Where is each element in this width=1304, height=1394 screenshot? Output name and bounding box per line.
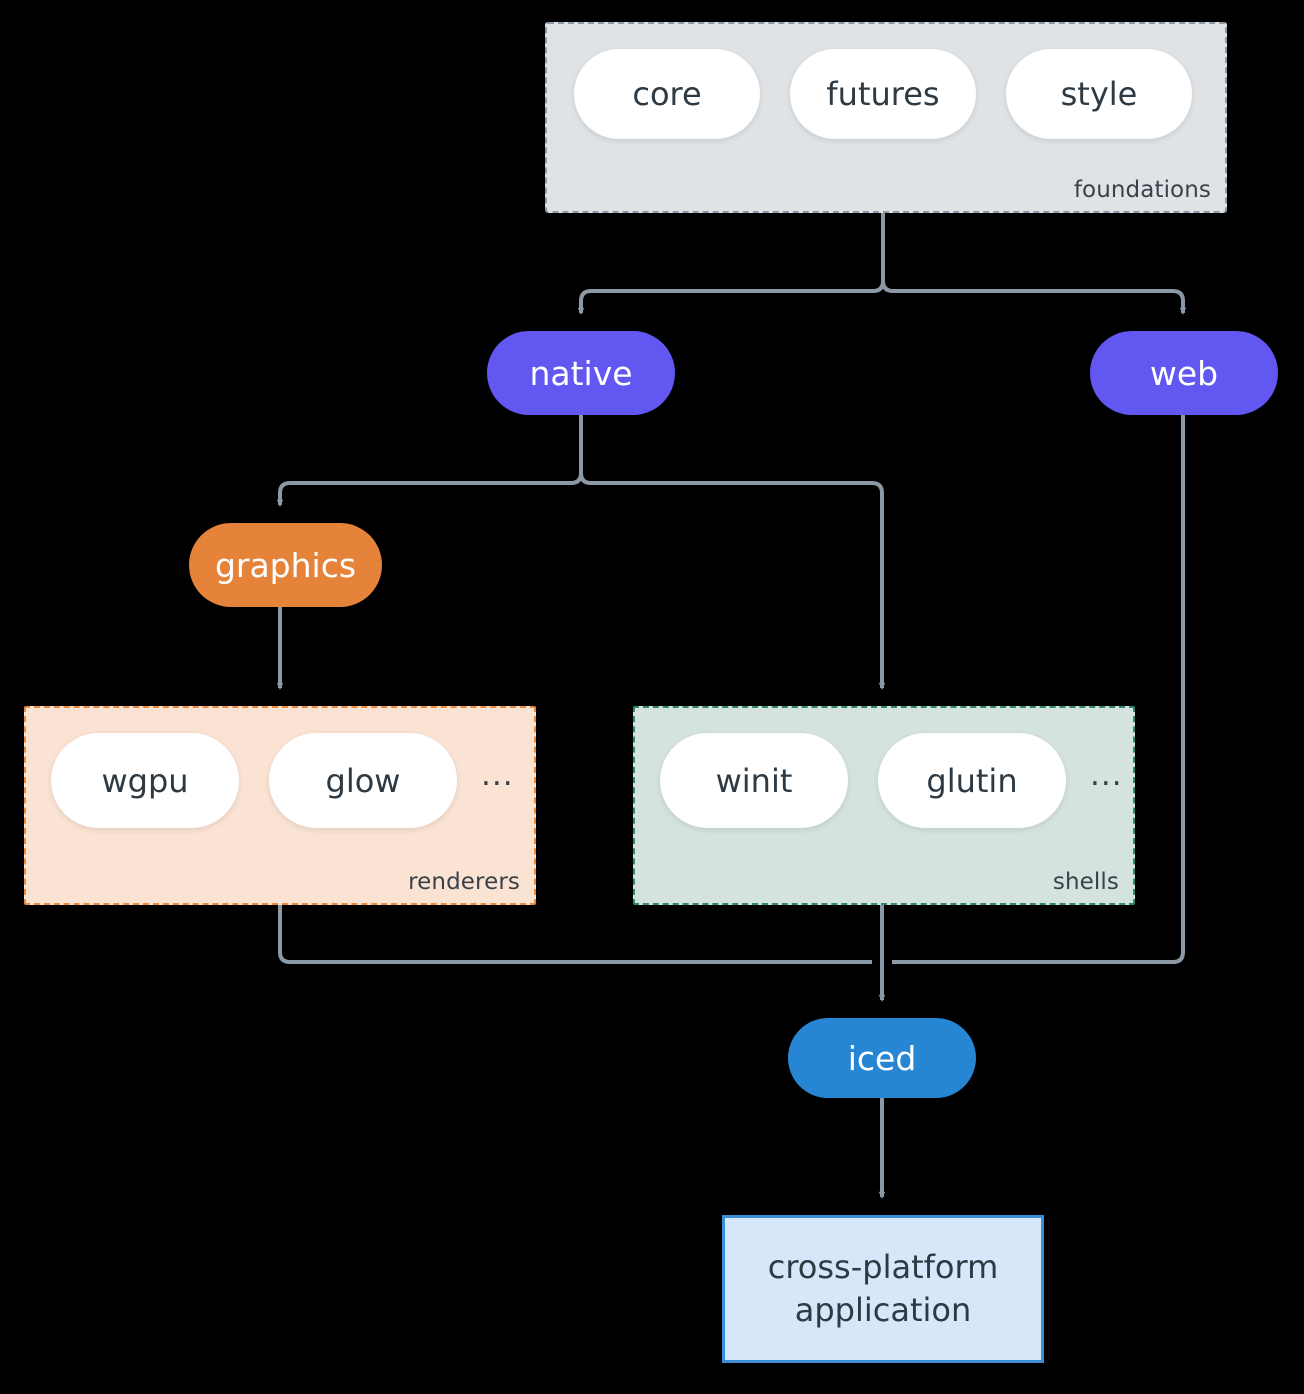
pill-winit[interactable]: winit [660,733,848,828]
pill-glow[interactable]: glow [269,733,457,828]
group-renderers: wgpu glow ... renderers [24,706,536,905]
pill-style[interactable]: style [1006,49,1192,139]
shells-more-ellipsis: ... [1090,757,1123,793]
application-line-2: application [794,1291,972,1329]
pill-wgpu[interactable]: wgpu [51,733,239,828]
foundations-items: core futures style [574,49,1192,139]
group-foundations: core futures style foundations [545,22,1227,213]
node-iced[interactable]: iced [788,1018,976,1098]
edge-renderers-to-iced [278,905,872,964]
shells-items: winit glutin ... [660,733,1123,828]
edge-native-to-shells [579,472,886,691]
pill-futures[interactable]: futures [790,49,976,139]
node-web[interactable]: web [1090,331,1278,415]
pill-glutin[interactable]: glutin [878,733,1066,828]
node-native[interactable]: native [487,331,675,415]
group-shells: winit glutin ... shells [633,706,1135,905]
edge-foundations-to-native [577,280,885,316]
group-label-renderers: renderers [408,869,520,895]
node-graphics[interactable]: graphics [189,523,382,607]
edge-native-to-graphics [276,472,583,508]
group-label-shells: shells [1052,869,1119,895]
renderers-items: wgpu glow ... [51,733,514,828]
edge-foundations-to-web [881,280,1187,316]
group-label-foundations: foundations [1073,177,1211,203]
node-cross-platform-application[interactable]: cross-platform application [722,1215,1044,1363]
renderers-more-ellipsis: ... [481,757,514,793]
application-line-1: cross-platform [767,1248,999,1287]
pill-core[interactable]: core [574,49,760,139]
